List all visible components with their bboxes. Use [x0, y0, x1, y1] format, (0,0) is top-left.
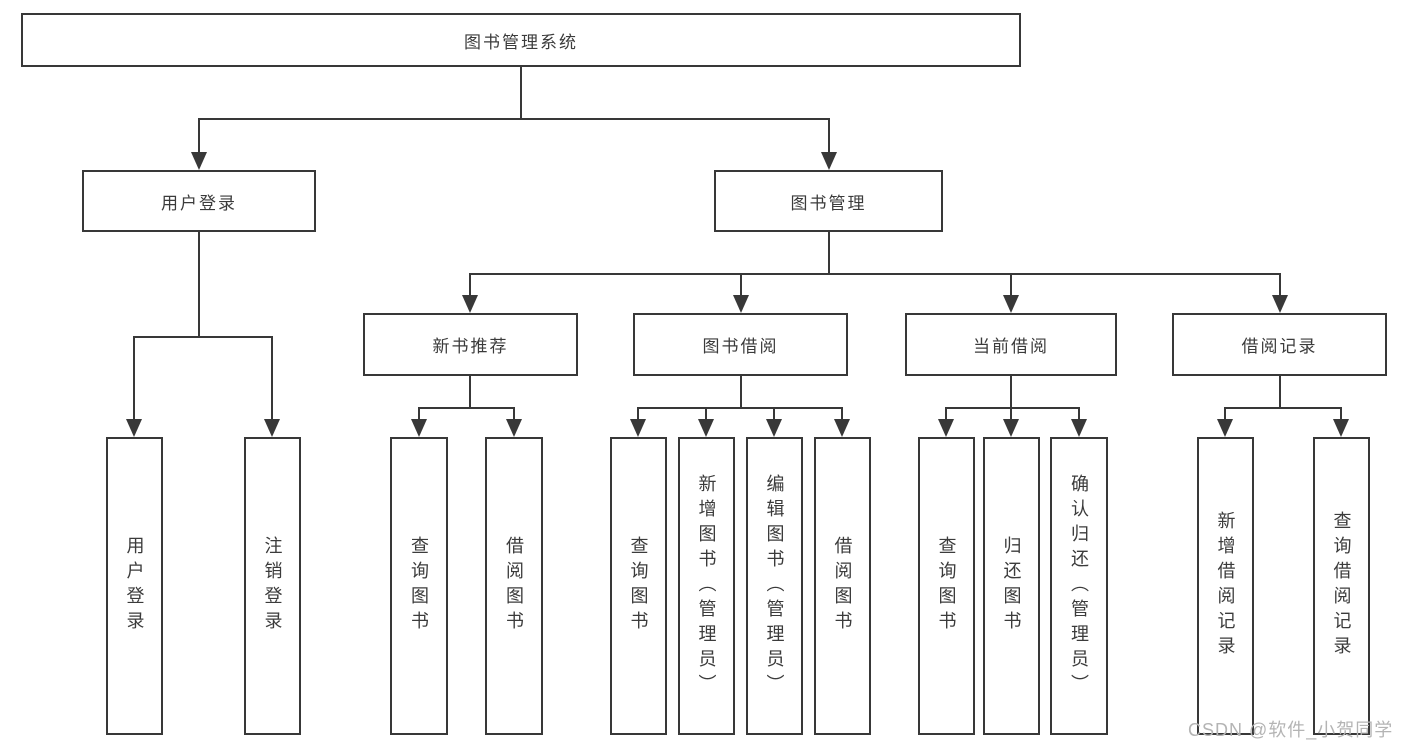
connector-line — [418, 407, 515, 409]
arrow-down-icon — [1217, 419, 1233, 437]
connector-line — [520, 67, 522, 118]
node-user-login-label: 用户登录 — [161, 193, 237, 213]
connector-line — [133, 336, 135, 421]
connector-line — [828, 232, 830, 273]
connector-line — [637, 407, 843, 409]
connector-line — [945, 407, 1080, 409]
node-new-book-rec: 新书推荐 — [363, 313, 578, 376]
node-book-mgmt: 图书管理 — [714, 170, 943, 232]
connector-line — [1010, 407, 1012, 421]
node-leaf-br-add-record-label: 新增借阅记录 — [1215, 511, 1236, 661]
arrow-down-icon — [834, 419, 850, 437]
node-leaf-user-login-label: 用户登录 — [124, 536, 145, 636]
connector-line — [740, 273, 742, 297]
arrow-down-icon — [938, 419, 954, 437]
connector-line — [198, 232, 200, 336]
arrow-down-icon — [630, 419, 646, 437]
connector-line — [469, 273, 471, 297]
connector-line — [1224, 407, 1342, 409]
arrow-down-icon — [1333, 419, 1349, 437]
connector-line — [198, 118, 200, 154]
node-leaf-bb-borrow-books-label: 借阅图书 — [832, 536, 853, 636]
arrow-down-icon — [264, 419, 280, 437]
node-leaf-bb-query-books-label: 查询图书 — [628, 536, 649, 636]
connector-line — [773, 407, 775, 421]
connector-line — [1224, 407, 1226, 421]
node-leaf-user-login: 用户登录 — [106, 437, 163, 735]
node-root: 图书管理系统 — [21, 13, 1021, 67]
connector-line — [271, 336, 273, 421]
node-leaf-cb-return-books-label: 归还图书 — [1001, 536, 1022, 636]
arrow-down-icon — [1003, 295, 1019, 313]
node-current-borrow-label: 当前借阅 — [973, 337, 1049, 356]
connector-line — [841, 407, 843, 421]
node-user-login: 用户登录 — [82, 170, 316, 232]
connector-line — [1279, 273, 1281, 297]
node-book-borrow: 图书借阅 — [633, 313, 848, 376]
node-leaf-cb-query-books: 查询图书 — [918, 437, 975, 735]
node-leaf-bb-add-books-label: 新增图书（管理员） — [696, 473, 717, 699]
node-leaf-nbr-borrow-books: 借阅图书 — [485, 437, 543, 735]
connector-line — [828, 118, 830, 154]
node-book-borrow-label: 图书借阅 — [702, 337, 779, 356]
arrow-down-icon — [766, 419, 782, 437]
connector-line — [740, 376, 742, 407]
arrow-down-icon — [191, 152, 207, 170]
node-leaf-bb-edit-books-label: 编辑图书（管理员） — [764, 473, 785, 699]
node-leaf-cb-confirm-return-label: 确认归还（管理员） — [1069, 473, 1089, 699]
node-borrow-records-label: 借阅记录 — [1241, 337, 1318, 356]
connector-line — [1340, 407, 1342, 421]
connector-line — [1010, 376, 1012, 407]
node-leaf-bb-edit-books: 编辑图书（管理员） — [746, 437, 803, 735]
arrow-down-icon — [698, 419, 714, 437]
arrow-down-icon — [462, 295, 478, 313]
arrow-down-icon — [411, 419, 427, 437]
connector-line — [637, 407, 639, 421]
arrow-down-icon — [126, 419, 142, 437]
arrow-down-icon — [1272, 295, 1288, 313]
node-leaf-bb-add-books: 新增图书（管理员） — [678, 437, 735, 735]
connector-line — [513, 407, 515, 421]
node-current-borrow: 当前借阅 — [905, 313, 1117, 376]
node-root-label: 图书管理系统 — [464, 32, 578, 52]
node-leaf-bb-query-books: 查询图书 — [610, 437, 667, 735]
arrow-down-icon — [821, 152, 837, 170]
node-leaf-cb-return-books: 归还图书 — [983, 437, 1040, 735]
connector-line — [705, 407, 707, 421]
node-leaf-cb-query-books-label: 查询图书 — [936, 536, 957, 636]
watermark: CSDN @软件_小贺同学 — [1188, 720, 1394, 740]
connector-line — [469, 273, 1281, 275]
node-leaf-logout: 注销登录 — [244, 437, 301, 735]
node-book-mgmt-label: 图书管理 — [790, 193, 867, 213]
connector-line — [1010, 273, 1012, 297]
node-leaf-br-query-record: 查询借阅记录 — [1313, 437, 1370, 735]
connector-line — [418, 407, 420, 421]
node-leaf-nbr-query-books-label: 查询图书 — [409, 536, 429, 636]
arrow-down-icon — [1071, 419, 1087, 437]
node-leaf-cb-confirm-return: 确认归还（管理员） — [1050, 437, 1108, 735]
node-borrow-records: 借阅记录 — [1172, 313, 1387, 376]
connector-line — [1279, 376, 1281, 407]
node-leaf-br-query-record-label: 查询借阅记录 — [1331, 511, 1352, 661]
node-leaf-bb-borrow-books: 借阅图书 — [814, 437, 871, 735]
arrow-down-icon — [506, 419, 522, 437]
connector-line — [945, 407, 947, 421]
node-leaf-logout-label: 注销登录 — [262, 536, 283, 636]
connector-line — [469, 376, 471, 407]
connector-line — [1078, 407, 1080, 421]
node-new-book-rec-label: 新书推荐 — [432, 337, 509, 356]
arrow-down-icon — [733, 295, 749, 313]
node-leaf-nbr-query-books: 查询图书 — [390, 437, 448, 735]
node-leaf-br-add-record: 新增借阅记录 — [1197, 437, 1254, 735]
arrow-down-icon — [1003, 419, 1019, 437]
connector-line — [198, 118, 830, 120]
node-leaf-nbr-borrow-books-label: 借阅图书 — [504, 536, 524, 636]
connector-line — [133, 336, 273, 338]
